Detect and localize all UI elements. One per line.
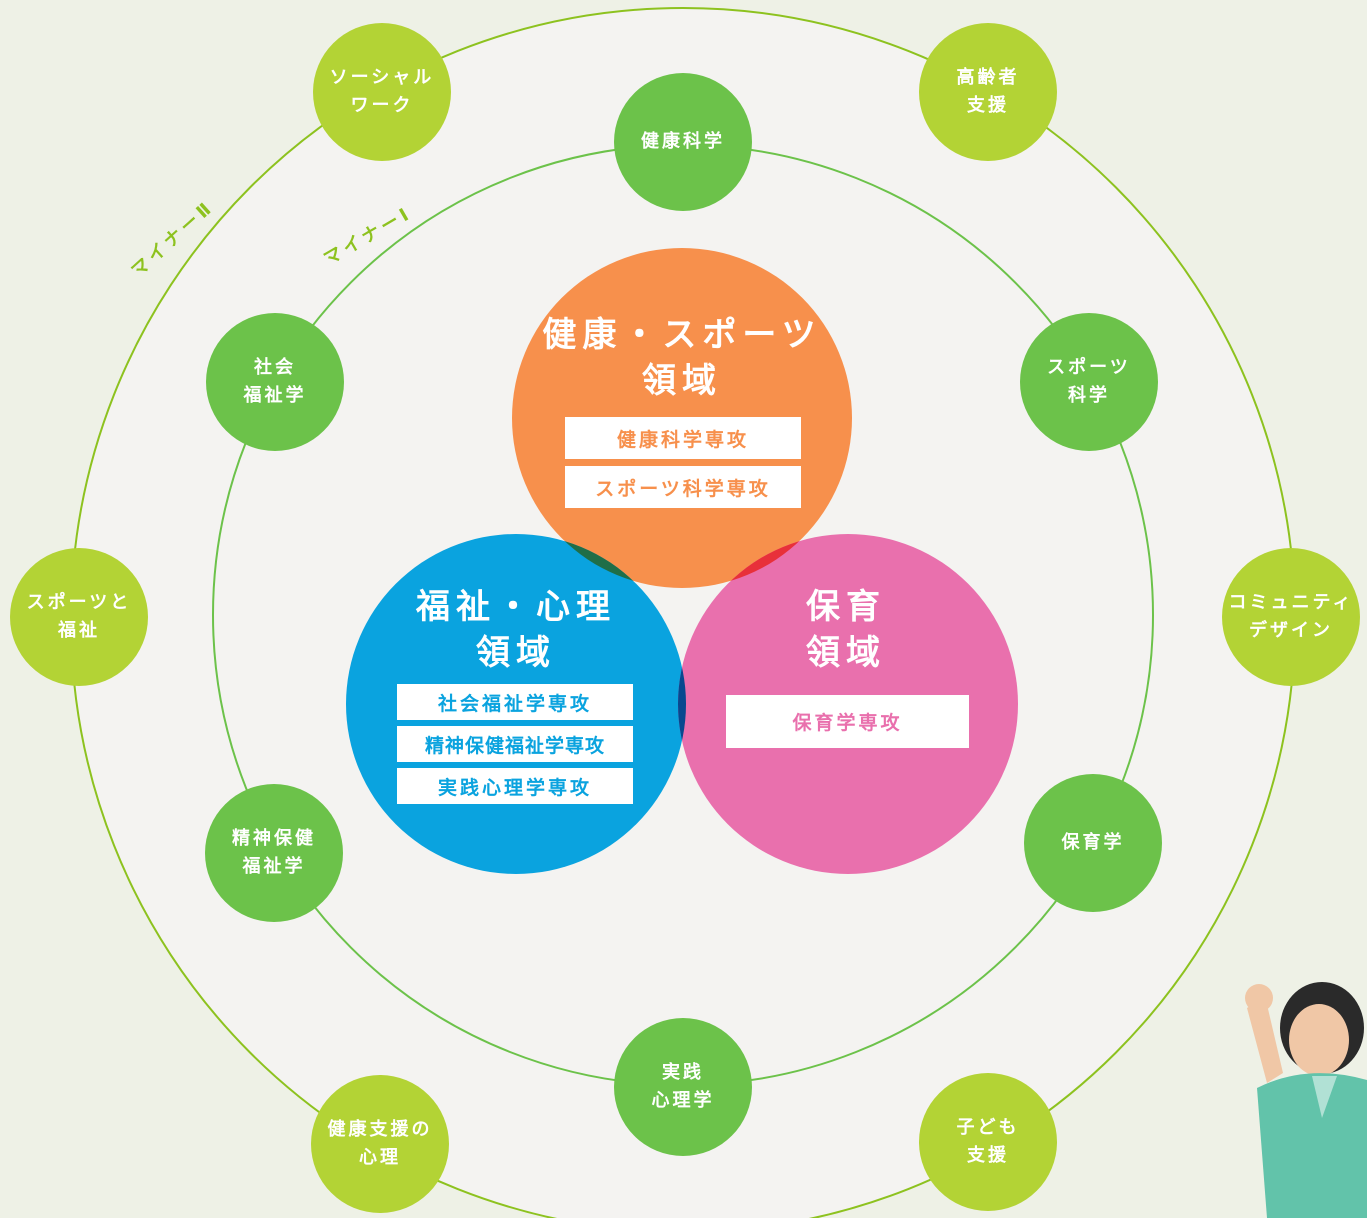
minor2-node-health-support-psychology[interactable]: 健康支援の 心理 <box>311 1075 449 1213</box>
minor2-node-elderly-support[interactable]: 高齢者 支援 <box>919 23 1057 161</box>
minor1-node-social-welfare[interactable]: 社会 福祉学 <box>206 313 344 451</box>
major-social-welfare[interactable]: 社会福祉学専攻 <box>397 684 633 720</box>
major-childcare[interactable]: 保育学専攻 <box>726 695 969 748</box>
domain-title-health-sports: 健康・スポーツ 領域 <box>542 315 822 401</box>
domain-title-welfare-psych: 福祉・心理 領域 <box>416 587 616 673</box>
minor1-node-practical-psychology[interactable]: 実践 心理学 <box>614 1018 752 1156</box>
minor2-node-social-work[interactable]: ソーシャル ワーク <box>313 23 451 161</box>
major-health-science[interactable]: 健康科学専攻 <box>565 417 801 459</box>
major-practical-psychology[interactable]: 実践心理学専攻 <box>397 768 633 804</box>
minor2-node-community-design[interactable]: コミュニティ デザイン <box>1222 548 1360 686</box>
minor2-node-sports-and-welfare[interactable]: スポーツと 福祉 <box>10 548 148 686</box>
domain-title-childcare: 保育 領域 <box>806 587 886 673</box>
student-photo <box>1245 982 1367 1218</box>
minor1-node-health-science[interactable]: 健康科学 <box>614 73 752 211</box>
minor1-node-childcare-science[interactable]: 保育学 <box>1024 774 1162 912</box>
minor1-node-mental-health-welfare[interactable]: 精神保健 福祉学 <box>205 784 343 922</box>
minor1-node-sports-science[interactable]: スポーツ 科学 <box>1020 313 1158 451</box>
minor2-node-child-support[interactable]: 子ども 支援 <box>919 1073 1057 1211</box>
major-mental-health-welfare[interactable]: 精神保健福祉学専攻 <box>397 726 633 762</box>
major-sports-science[interactable]: スポーツ科学専攻 <box>565 466 801 508</box>
